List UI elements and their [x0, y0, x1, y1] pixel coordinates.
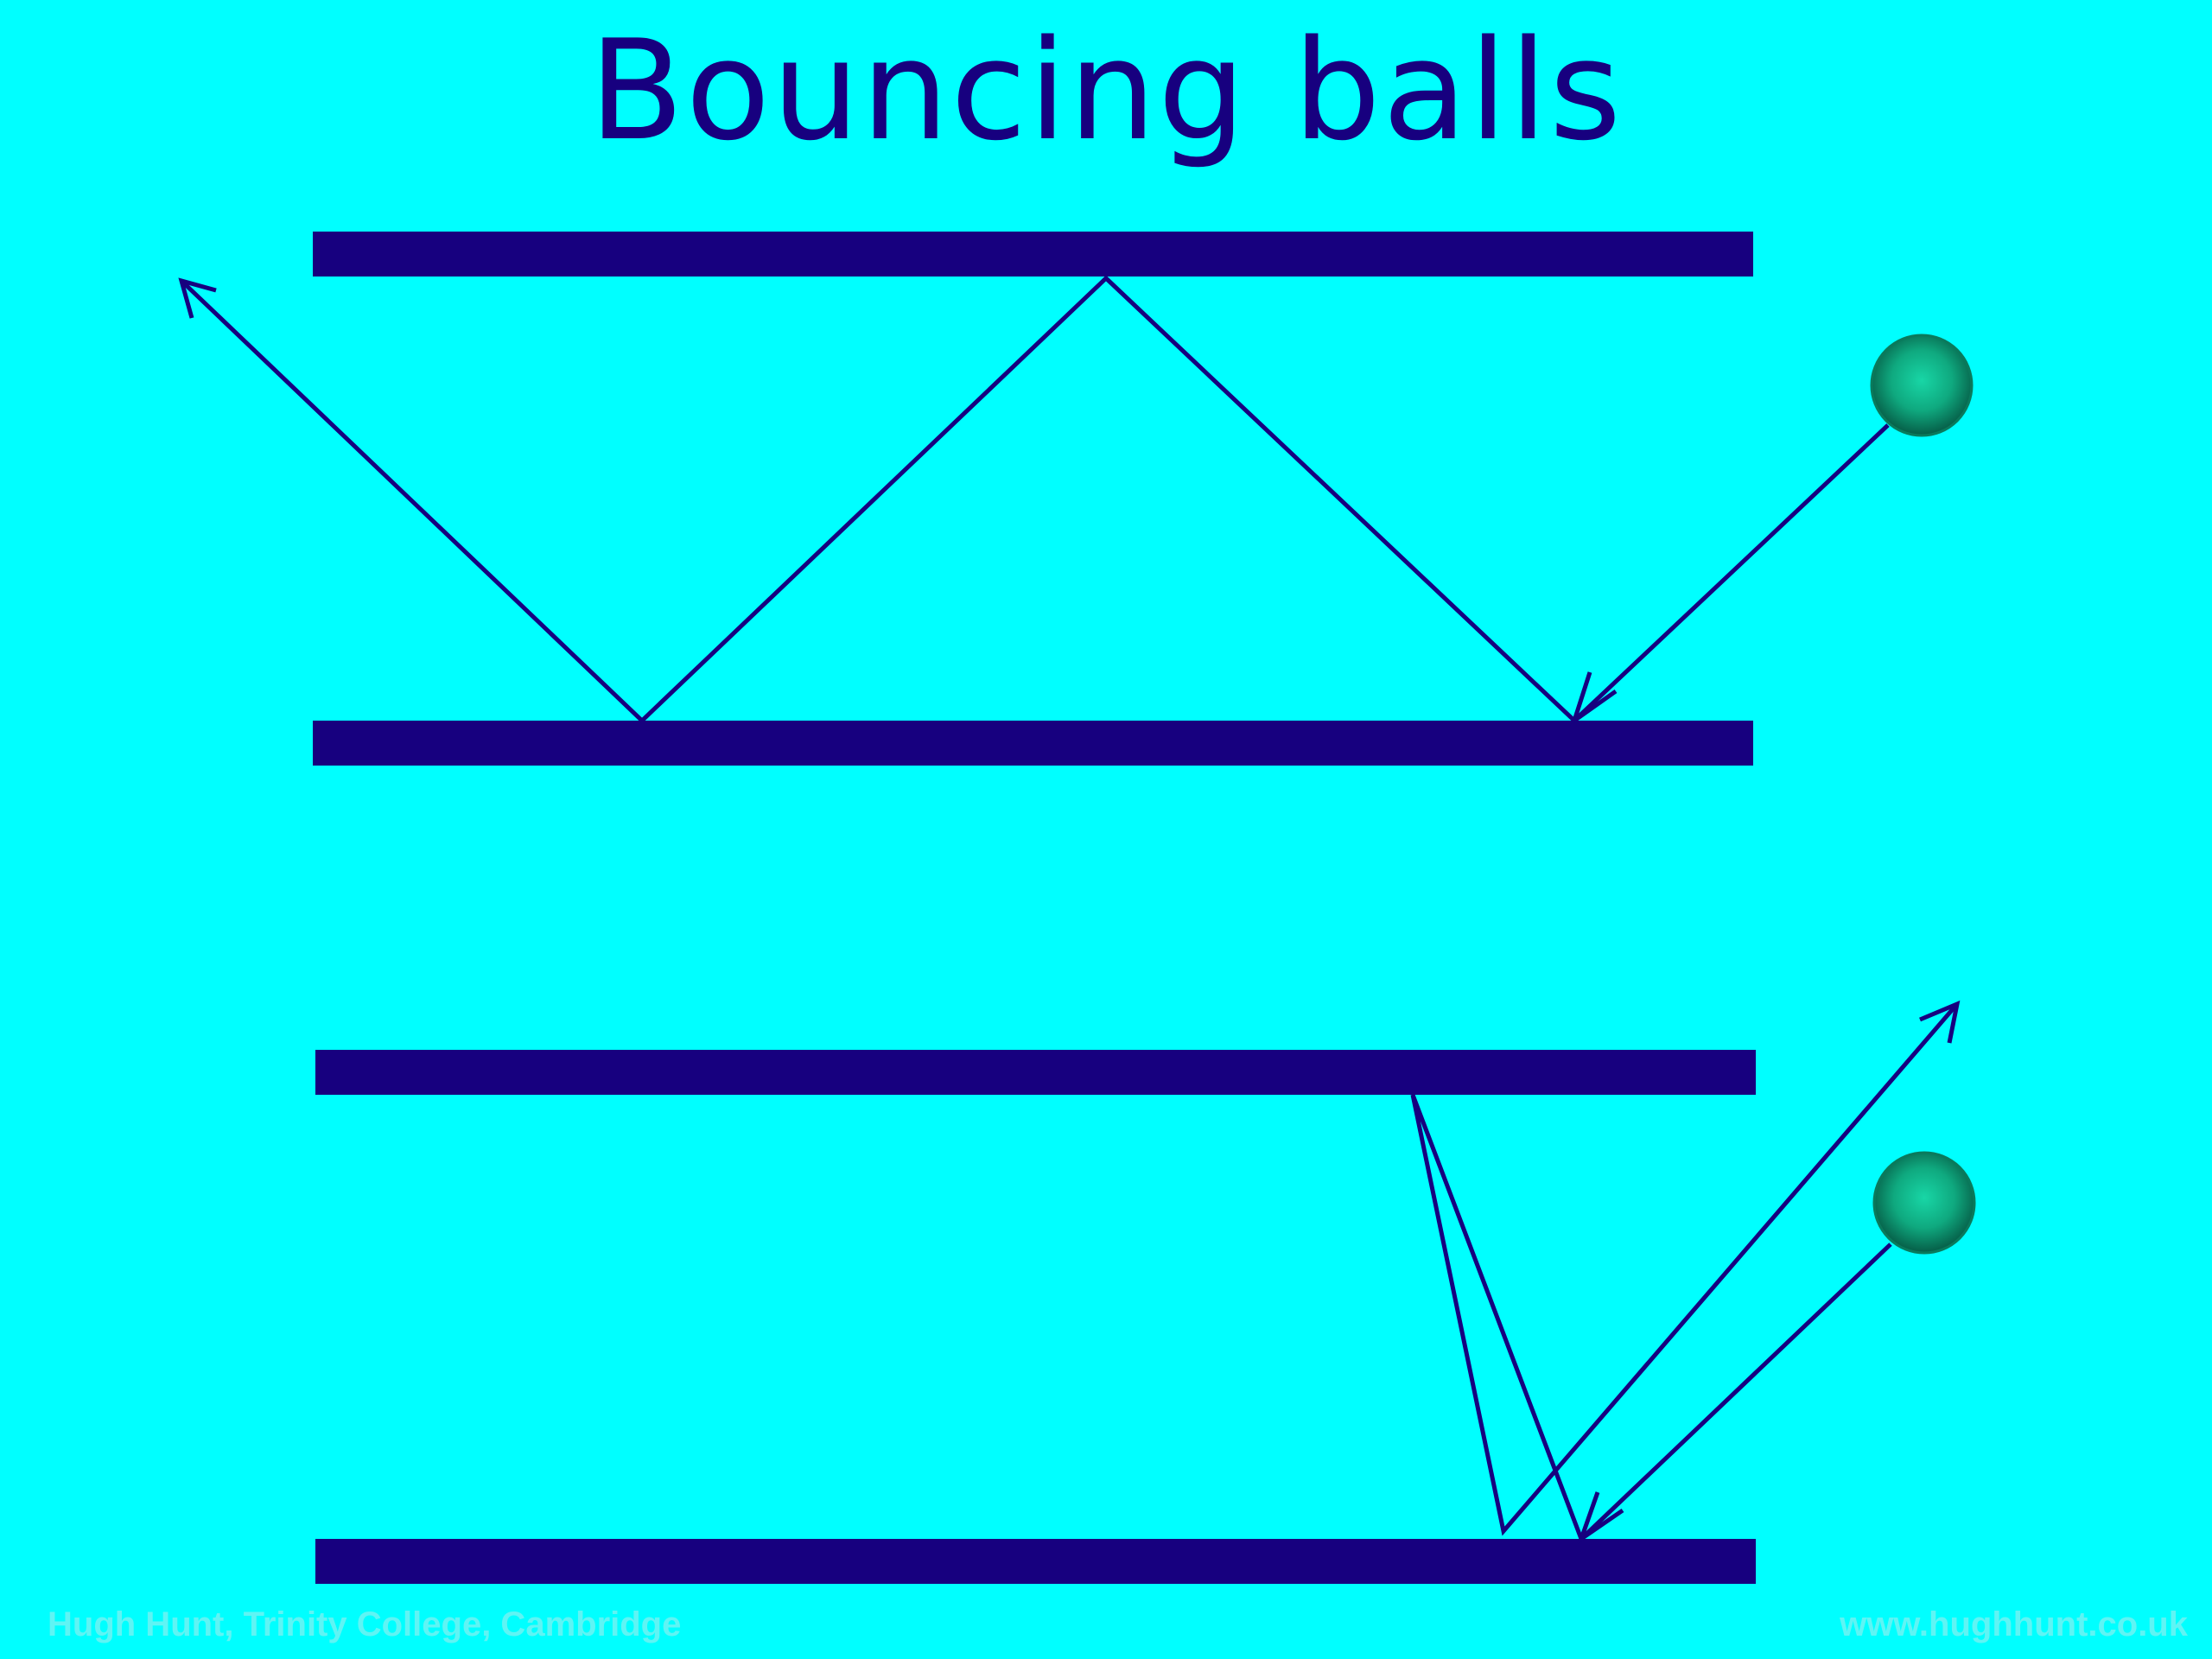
bottom-lower-wall	[315, 1539, 1756, 1584]
bottom-impact-arrowhead	[1577, 1491, 1624, 1545]
top-upper-wall	[313, 232, 1753, 276]
bottom-scenario	[315, 1000, 1976, 1584]
bottom-path	[1410, 1002, 1959, 1543]
footer-website-link[interactable]: www.hughhunt.co.uk	[1840, 1605, 2188, 1643]
top-scenario	[178, 232, 1974, 766]
top-lower-wall	[313, 721, 1753, 766]
bottom-ball	[1872, 1151, 1976, 1255]
slide-title: Bouncing balls	[588, 10, 1624, 171]
bottom-exit-arrowhead	[1919, 1000, 1961, 1044]
top-ball	[1870, 334, 1974, 437]
top-trajectory	[178, 275, 1890, 727]
bottom-trajectory	[1410, 1000, 1961, 1545]
footer-author: Hugh Hunt, Trinity College, Cambridge	[48, 1605, 682, 1643]
top-exit-arrowhead	[178, 277, 217, 319]
bottom-upper-wall	[315, 1050, 1756, 1095]
top-path	[180, 275, 1890, 724]
top-impact-arrowhead	[1570, 671, 1618, 727]
